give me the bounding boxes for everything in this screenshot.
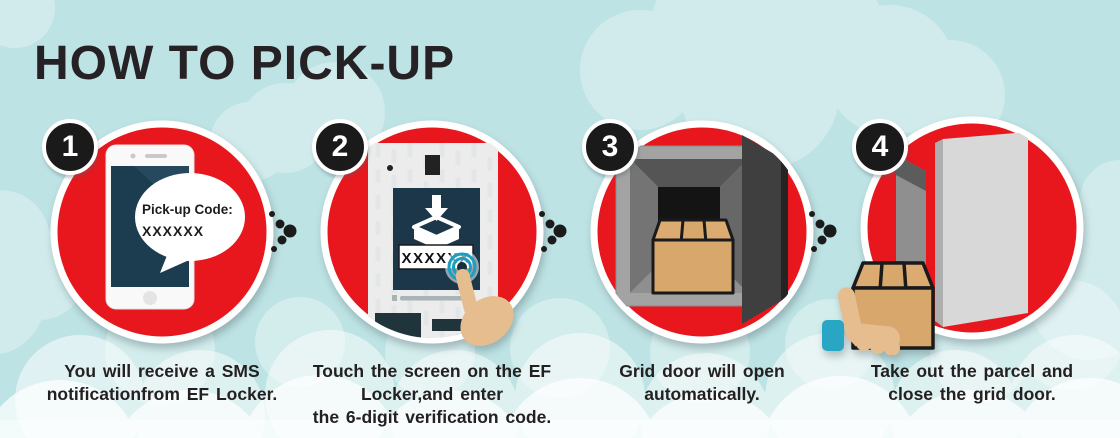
hand-holding-parcel — [822, 261, 935, 355]
caption-line: notificationfrom EF Locker. — [46, 384, 278, 405]
smartphone-with-sms-illustration: Pick-up Code: XXXXXX — [50, 120, 274, 344]
phone-camera-dot — [130, 153, 136, 159]
caption-line: Touch the screen on the EF — [312, 361, 552, 381]
step-number: 4 — [871, 130, 889, 163]
phone-home-button — [143, 291, 157, 305]
bubble-code-placeholder: XXXXXX — [142, 223, 204, 239]
clouds-bottom-row2 — [0, 375, 1120, 438]
caption-line: You will receive a SMS — [64, 361, 260, 381]
speech-bubble: Pick-up Code: XXXXXX — [135, 173, 245, 273]
kiosk-fineprint — [400, 296, 464, 301]
grid-door-swung-open — [943, 132, 1028, 327]
phone-speaker — [145, 154, 167, 158]
caption-line: the 6-digit verification code. — [312, 407, 552, 428]
locker-side-wall-top-shade — [896, 155, 926, 191]
bubble-pickup-code-label: Pick-up Code: — [142, 202, 233, 217]
kiosk-camera-dot — [387, 165, 393, 171]
parcel-box-icon — [651, 218, 735, 295]
take-parcel-illustration — [822, 116, 1084, 355]
cloud-top-left — [0, 0, 55, 48]
step-2-caption: Touch the screen on the EF Locker,and en… — [282, 360, 582, 429]
sleeve-cuff — [822, 320, 844, 351]
cloud-left-mid — [0, 190, 85, 355]
next-step-dots-icon — [809, 211, 837, 252]
kiosk-fineprint-mark — [392, 295, 397, 301]
caption-line: Take out the parcel and — [870, 361, 1074, 381]
step-3-caption: Grid door will open automatically. — [552, 360, 852, 406]
step-4-caption: Take out the parcel and close the grid d… — [822, 360, 1120, 406]
insert-parcel-icon — [412, 195, 461, 249]
grid-door-edge — [781, 158, 788, 301]
ef-locker-kiosk-illustration: XXXXXX — [320, 120, 544, 346]
grid-door-open — [742, 135, 781, 324]
locker-wall-top — [630, 159, 748, 187]
touching-hand-icon — [455, 268, 514, 346]
step-2: 2 — [282, 115, 582, 429]
step-1: 1 Pick-up Code: XXXXXX You will — [12, 115, 312, 406]
cloud-top-center — [580, 0, 1005, 170]
step-2-number-badge: 2 — [312, 119, 368, 175]
page-title: HOW TO PICK-UP — [34, 37, 456, 90]
step-1-number-badge: 1 — [42, 119, 98, 175]
caption-line: Locker,and enter — [360, 384, 504, 405]
open-locker-icon — [615, 135, 788, 324]
locker-wall-left — [630, 159, 658, 293]
door-edge — [935, 139, 943, 327]
grid-door-open-illustration — [590, 120, 814, 344]
smartphone-icon: Pick-up Code: XXXXXX — [105, 144, 245, 310]
next-step-dots-icon — [539, 211, 567, 252]
caption-line: Grid door will open — [619, 361, 785, 381]
step-number: 3 — [601, 130, 619, 163]
step-4-number-badge: 4 — [852, 119, 908, 175]
hand-icon — [837, 287, 900, 355]
kiosk-top-slot — [425, 155, 440, 175]
step-3: 3 Grid door will open — [552, 115, 852, 406]
step-number: 1 — [61, 130, 79, 163]
step-1-caption: You will receive a SMS notificationfrom … — [12, 360, 312, 406]
caption-line: automatically. — [644, 384, 760, 405]
step-4: 4 — [822, 115, 1120, 406]
caption-line: close the grid door. — [888, 384, 1056, 405]
step-number: 2 — [331, 130, 349, 163]
next-step-dots-icon — [269, 211, 297, 252]
step-3-number-badge: 3 — [582, 119, 638, 175]
